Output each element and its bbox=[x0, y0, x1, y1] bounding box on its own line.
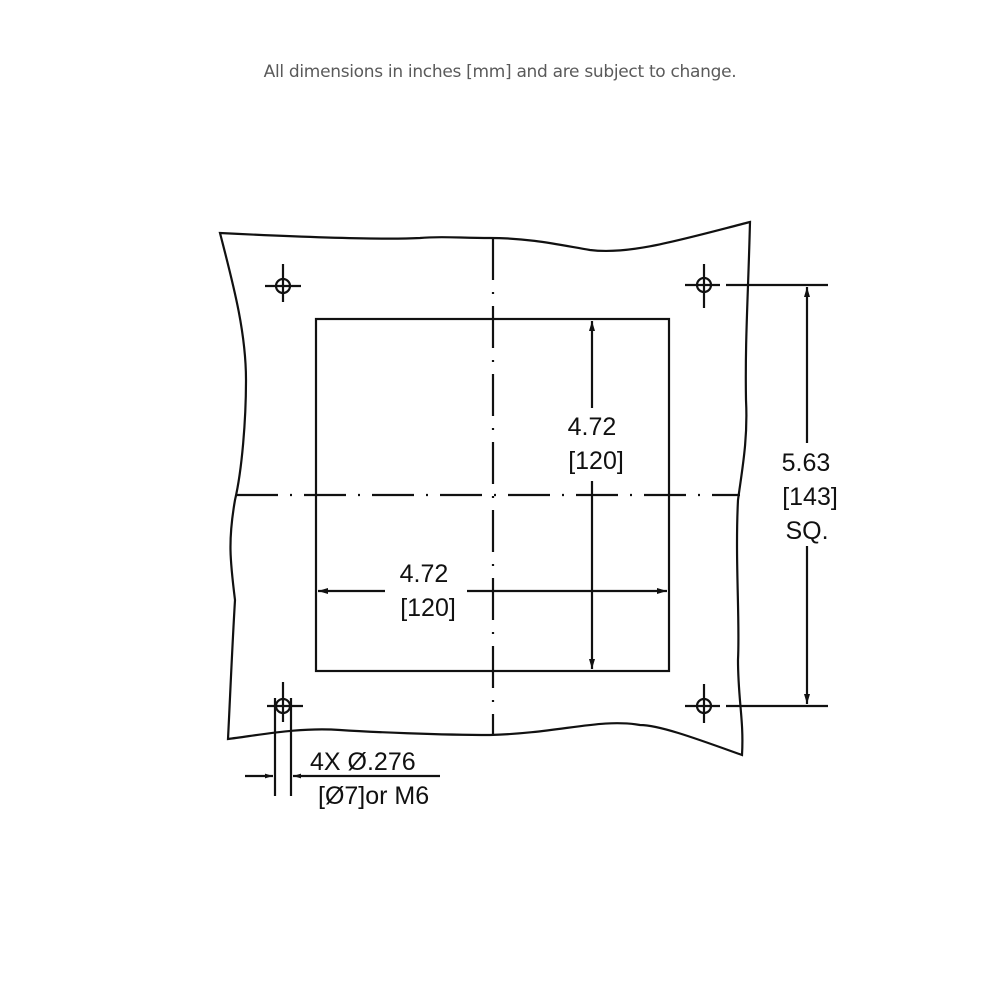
hole-alt-size: [Ø7]or M6 bbox=[318, 782, 429, 810]
hole-qty-diameter: 4X Ø.276 bbox=[310, 748, 416, 776]
hole-bottom-right bbox=[685, 684, 720, 723]
dimensions-note: All dimensions in inches [mm] and are su… bbox=[263, 62, 737, 82]
hole-spacing-inches: 5.63 bbox=[782, 449, 831, 477]
panel-outline bbox=[218, 220, 752, 757]
hole-top-left bbox=[265, 264, 301, 302]
cutout-width-inches: 4.72 bbox=[400, 560, 449, 588]
cutout-width-mm: [120] bbox=[400, 594, 456, 622]
cutout-height-mm: [120] bbox=[568, 447, 624, 475]
hole-spacing-mm: [143] bbox=[782, 483, 838, 511]
hole-bottom-left bbox=[267, 682, 303, 722]
hole-top-right bbox=[685, 264, 720, 308]
hole-spacing-suffix: SQ. bbox=[785, 517, 828, 545]
cutout-height-inches: 4.72 bbox=[568, 413, 617, 441]
